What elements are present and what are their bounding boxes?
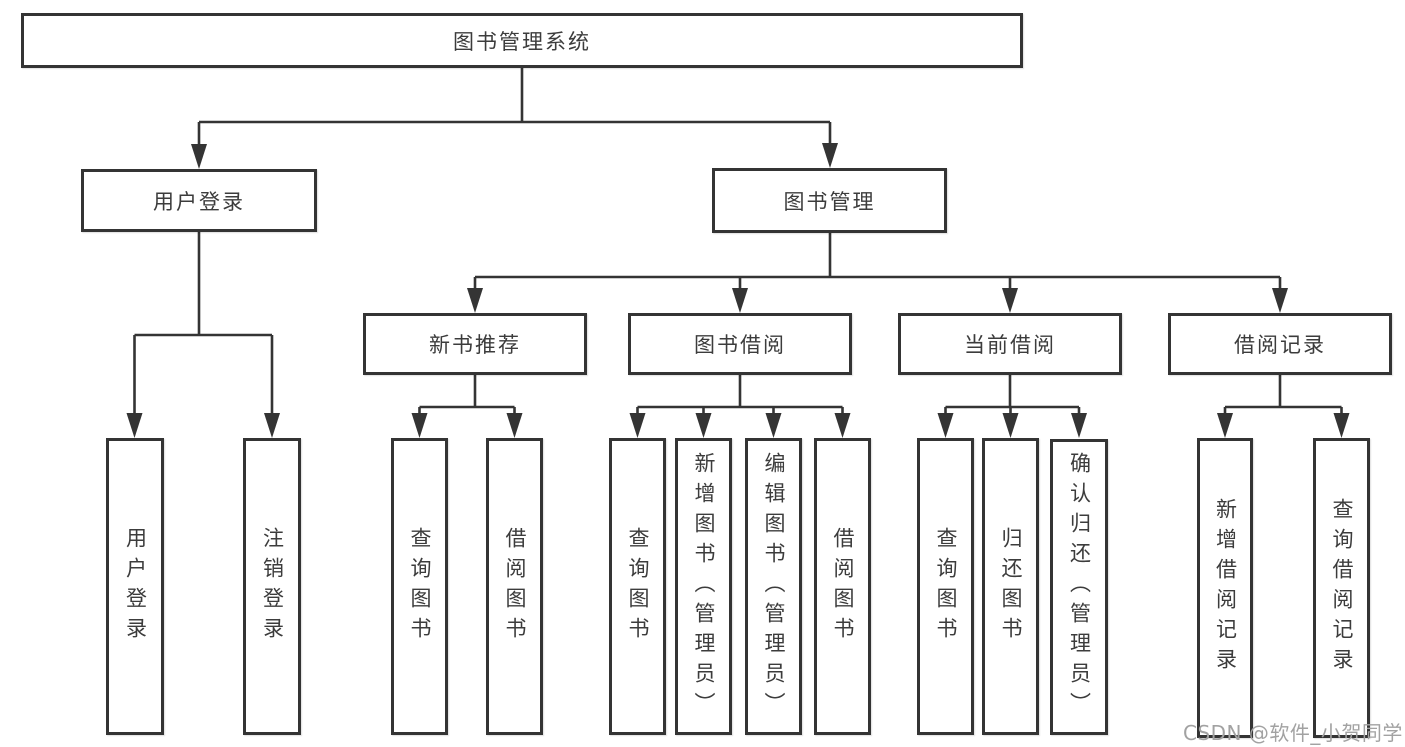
node-root: 图书管理系统 (21, 13, 1023, 68)
leaf-query-books-borrowing-label: 查询图书 (626, 526, 651, 647)
leaf-user-login-label: 用户登录 (123, 526, 148, 647)
leaf-logout: 注销登录 (243, 438, 301, 735)
leaf-confirm-return-admin-label: 确认归还（管理员） (1067, 452, 1092, 722)
node-current-borrowing: 当前借阅 (898, 313, 1122, 375)
leaf-query-borrow-record: 查询借阅记录 (1313, 438, 1370, 738)
node-current-borrowing-label: 当前借阅 (964, 333, 1056, 357)
connector-records-to-leaves (1223, 375, 1343, 416)
leaf-return-books: 归还图书 (982, 438, 1039, 735)
leaf-borrow-books-borrowing: 借阅图书 (814, 438, 871, 735)
connector-userlogin-to-leaves (133, 232, 274, 416)
node-book-borrowing-label: 图书借阅 (694, 333, 786, 357)
leaf-query-borrow-record-label: 查询借阅记录 (1330, 498, 1355, 678)
leaf-query-books-current: 查询图书 (917, 438, 974, 735)
node-book-management: 图书管理 (712, 168, 947, 233)
leaf-query-books-recommend: 查询图书 (391, 438, 448, 735)
node-new-book-recommend: 新书推荐 (363, 313, 587, 375)
leaf-add-borrow-record-label: 新增借阅记录 (1213, 498, 1238, 678)
node-user-login-label: 用户登录 (153, 189, 245, 214)
leaf-add-books-admin: 新增图书（管理员） (675, 438, 732, 735)
leaf-borrow-books-recommend-label: 借阅图书 (503, 526, 528, 647)
leaf-add-borrow-record: 新增借阅记录 (1197, 438, 1253, 738)
connector-bookmgmt-to-level3 (473, 233, 1282, 291)
connector-current-to-leaves (944, 375, 1081, 416)
leaf-query-books-borrowing: 查询图书 (609, 438, 666, 735)
leaf-return-books-label: 归还图书 (999, 526, 1024, 647)
csdn-watermark: CSDN @软件_小贺同学 (1183, 721, 1403, 745)
leaf-query-books-recommend-label: 查询图书 (408, 526, 433, 647)
node-root-label: 图书管理系统 (453, 29, 591, 54)
leaf-edit-books-admin-label: 编辑图书（管理员） (762, 451, 787, 722)
leaf-edit-books-admin: 编辑图书（管理员） (745, 438, 802, 735)
leaf-confirm-return-admin: 确认归还（管理员） (1050, 439, 1108, 735)
node-borrowing-records-label: 借阅记录 (1234, 333, 1326, 357)
connector-borrowing-to-leaves (636, 375, 844, 416)
connector-root-to-level2 (197, 68, 832, 147)
node-user-login: 用户登录 (81, 169, 317, 232)
connector-recommend-to-leaves (418, 375, 516, 416)
leaf-add-books-admin-label: 新增图书（管理员） (692, 451, 717, 722)
node-book-management-label: 图书管理 (783, 189, 876, 214)
leaf-borrow-books-recommend: 借阅图书 (486, 438, 543, 735)
leaf-query-books-current-label: 查询图书 (934, 526, 959, 647)
node-borrowing-records: 借阅记录 (1168, 313, 1392, 375)
node-new-book-recommend-label: 新书推荐 (429, 333, 521, 357)
node-book-borrowing: 图书借阅 (628, 313, 852, 375)
leaf-borrow-books-borrowing-label: 借阅图书 (831, 526, 856, 647)
leaf-user-login: 用户登录 (106, 438, 164, 735)
leaf-logout-label: 注销登录 (260, 526, 285, 647)
